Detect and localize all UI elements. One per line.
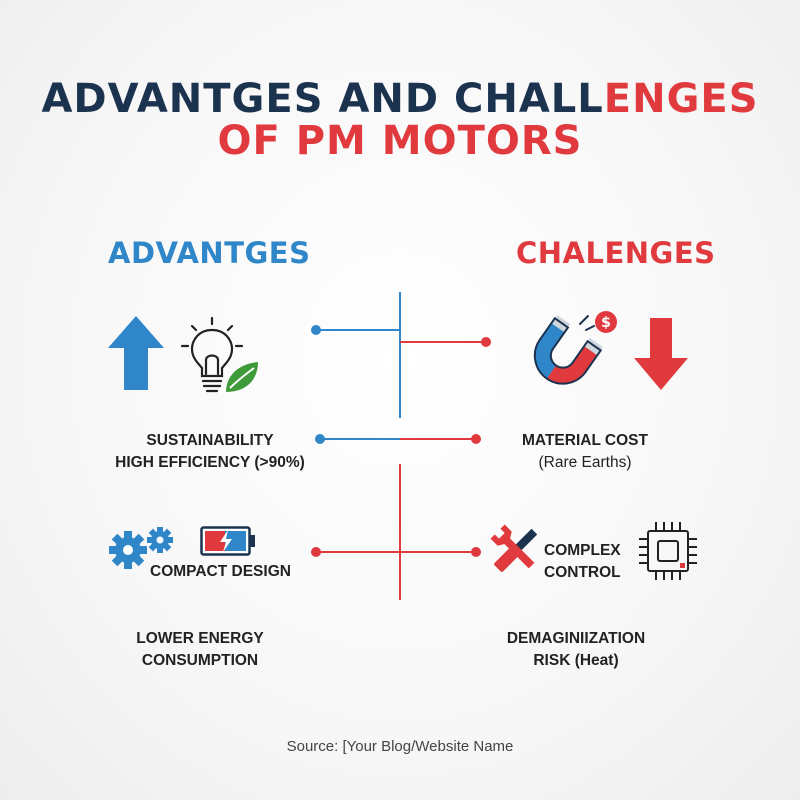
advantage-item-lower-energy: LOWER ENERGY CONSUMPTION bbox=[100, 628, 300, 672]
page-title-line-2: OF PM MOTORS bbox=[217, 118, 583, 164]
challenges-heading: CHALENGES bbox=[516, 236, 716, 270]
down-arrow-icon bbox=[634, 318, 688, 390]
title-accent-text: ENGES bbox=[603, 76, 759, 122]
lightbulb-leaf-icon bbox=[180, 316, 258, 393]
challenge-item-line: CONTROL bbox=[544, 564, 621, 581]
challenge-item-line: COMPLEX bbox=[544, 542, 621, 559]
challenge-item-line: DEMAGINIIZATION bbox=[506, 630, 646, 647]
advantage-item-line: SUSTAINABILITY bbox=[146, 432, 274, 449]
challenge-item-line: (Rare Earths) bbox=[538, 454, 632, 471]
magnet-dollar-icon: $ bbox=[533, 311, 617, 385]
advantage-item-line: CONSUMPTION bbox=[141, 652, 259, 669]
bottom-connector bbox=[311, 464, 481, 600]
challenge-item-complex-control: COMPLEX CONTROL bbox=[544, 540, 634, 584]
advantage-item-sustainability: SUSTAINABILITY HIGH EFFICIENCY (>90%) bbox=[100, 430, 320, 474]
title-main-text: ADVANTGES AND CHALL bbox=[41, 76, 604, 122]
top-connector bbox=[311, 292, 491, 418]
up-arrow-icon bbox=[108, 316, 164, 390]
page-title-line-1: ADVANTGES AND CHALLENGES bbox=[0, 76, 800, 122]
svg-text:$: $ bbox=[601, 315, 611, 331]
wrench-screwdriver-icon bbox=[490, 524, 538, 572]
gears-icon bbox=[109, 527, 173, 569]
battery-icon bbox=[200, 526, 255, 556]
advantage-item-line: HIGH EFFICIENCY (>90%) bbox=[115, 454, 305, 471]
challenge-item-line: RISK (Heat) bbox=[533, 652, 619, 669]
challenge-item-line: MATERIAL COST bbox=[521, 432, 648, 449]
source-footer: Source: [Your Blog/Website Name bbox=[286, 738, 514, 755]
advantage-item-compact-design: COMPACT DESIGN bbox=[150, 563, 291, 580]
advantages-heading: ADVANTGES bbox=[108, 236, 311, 270]
challenge-item-material-cost: MATERIAL COST (Rare Earths) bbox=[490, 430, 680, 474]
microchip-icon bbox=[639, 522, 697, 580]
middle-connector bbox=[315, 434, 481, 444]
advantage-item-line: LOWER ENERGY bbox=[136, 630, 264, 647]
challenge-item-demagnetization: DEMAGINIIZATION RISK (Heat) bbox=[486, 628, 666, 672]
